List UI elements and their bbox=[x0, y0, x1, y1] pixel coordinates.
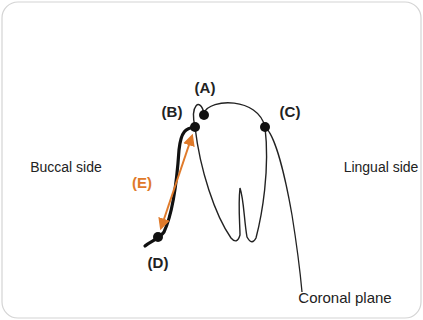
frame bbox=[2, 2, 421, 318]
point-label: (D) bbox=[148, 255, 169, 272]
side-label: Lingual side bbox=[344, 160, 419, 175]
side-label: Buccal side bbox=[30, 160, 102, 175]
buccal-gingiva bbox=[145, 127, 195, 246]
measurement-arrow bbox=[161, 136, 192, 228]
point-label: (C) bbox=[280, 104, 301, 121]
point-dot bbox=[190, 122, 200, 132]
tooth-outline bbox=[194, 103, 267, 242]
point-dot bbox=[199, 110, 209, 120]
point-label: (A) bbox=[195, 80, 216, 97]
measurement-label: (E) bbox=[132, 175, 152, 192]
plane-label: Coronal plane bbox=[298, 290, 391, 307]
point-dot bbox=[260, 122, 270, 132]
lingual-gingiva bbox=[265, 127, 302, 292]
point-label: (B) bbox=[162, 104, 183, 121]
point-dot bbox=[153, 232, 163, 242]
